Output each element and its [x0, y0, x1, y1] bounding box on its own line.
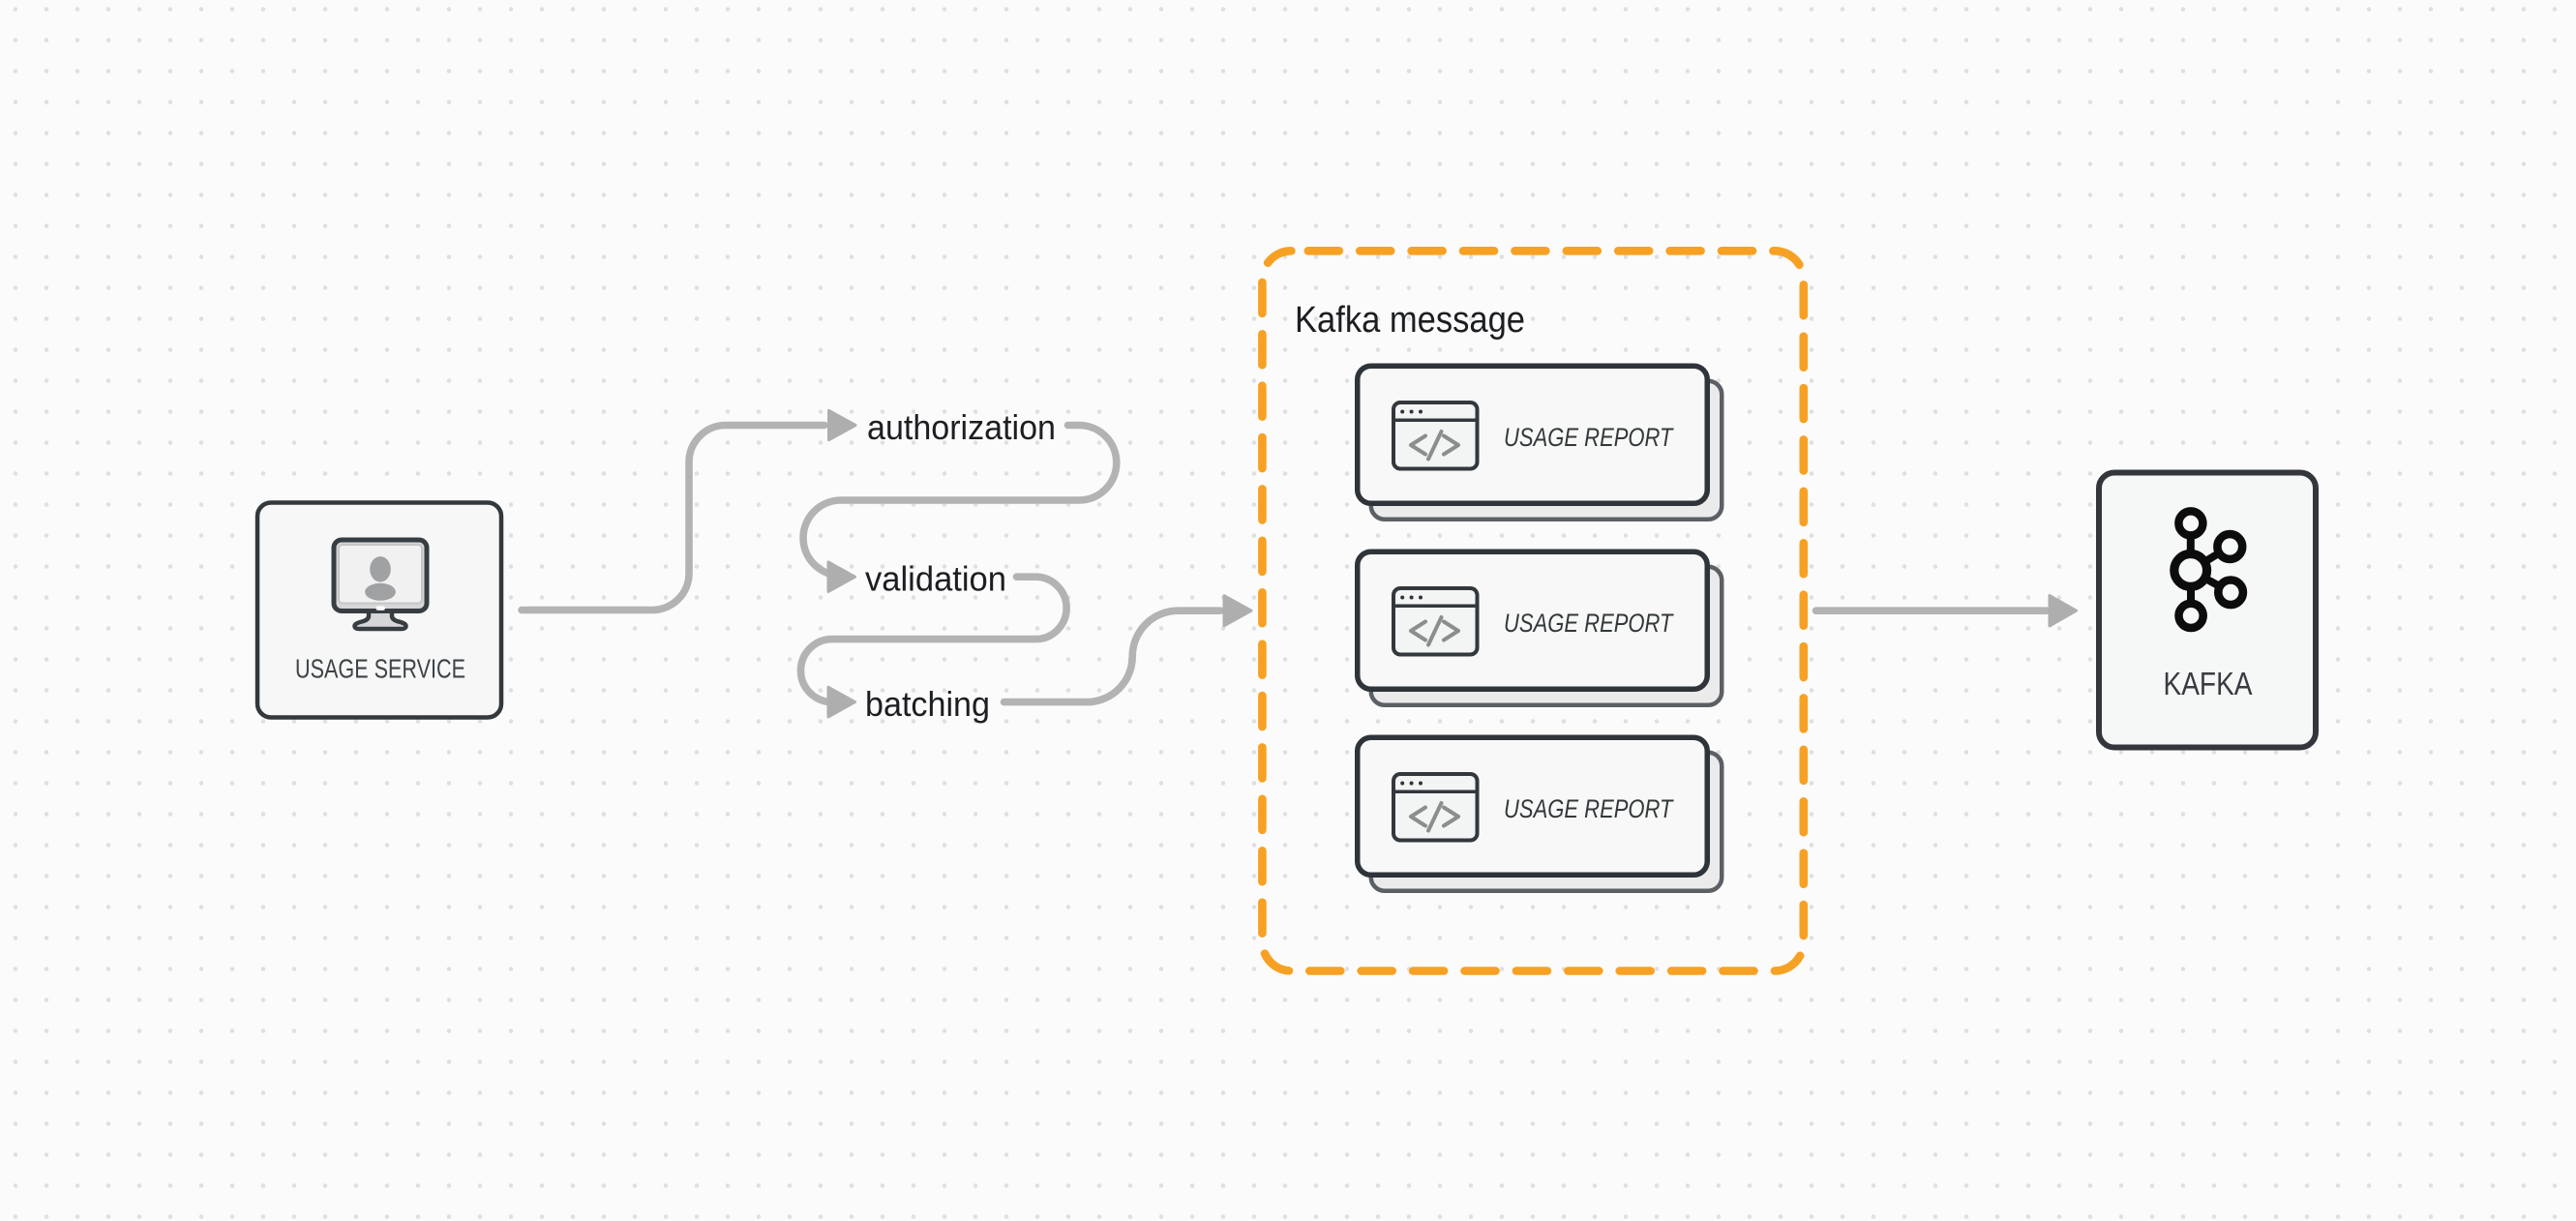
- svg-text:batching: batching: [865, 684, 990, 724]
- svg-text:USAGE REPORT: USAGE REPORT: [1504, 423, 1675, 452]
- svg-text:validation: validation: [865, 559, 1006, 599]
- svg-text:KAFKA: KAFKA: [2164, 666, 2253, 701]
- svg-text:USAGE SERVICE: USAGE SERVICE: [295, 654, 465, 684]
- svg-text:Kafka message: Kafka message: [1295, 300, 1525, 341]
- svg-text:authorization: authorization: [867, 407, 1056, 447]
